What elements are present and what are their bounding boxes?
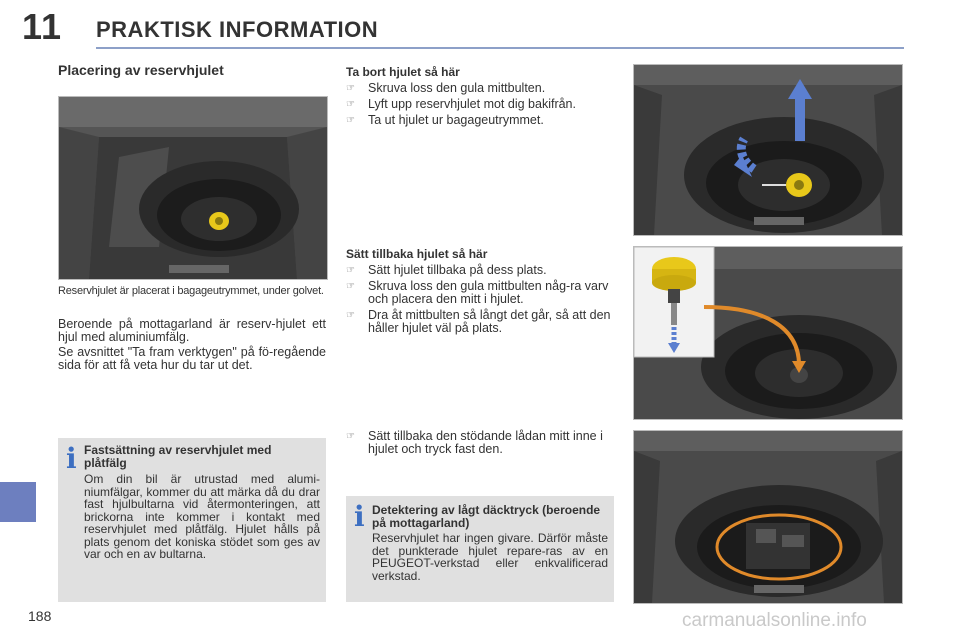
paragraph-see-section: Se avsnittet "Ta fram verktygen" på fö-r… bbox=[58, 345, 326, 372]
remove-step: ☞ Lyft upp reservhjulet mot dig bakifrån… bbox=[346, 98, 618, 111]
refit-wheel-photo bbox=[633, 246, 903, 420]
pointing-hand-icon: ☞ bbox=[346, 310, 355, 321]
pointing-hand-icon: ☞ bbox=[346, 115, 355, 126]
watermark: carmanualsonline.info bbox=[682, 610, 867, 631]
info-box-steel-rim: i Fastsättning av reservhjulet med plåtf… bbox=[58, 438, 326, 602]
pointing-hand-icon: ☞ bbox=[346, 431, 355, 442]
remove-step-text: Ta ut hjulet ur bagageutrymmet. bbox=[368, 113, 544, 127]
refit-step-text: Dra åt mittbulten så långt det går, så a… bbox=[368, 308, 611, 335]
refit-step-text: Sätt hjulet tillbaka på dess plats. bbox=[368, 263, 547, 277]
remove-step: ☞ Ta ut hjulet ur bagageutrymmet. bbox=[346, 114, 618, 127]
pointing-hand-icon: ☞ bbox=[346, 265, 355, 276]
info-box-body: Om din bil är utrustad med alumi-niumfäl… bbox=[84, 472, 320, 561]
info-box-body: Reservhjulet har ingen givare. Därför må… bbox=[372, 531, 608, 583]
info-box-title: Fastsättning av reservhjulet med plåtfäl… bbox=[84, 443, 272, 470]
pointing-hand-icon: ☞ bbox=[346, 99, 355, 110]
refit-wheel-heading: Sätt tillbaka hjulet så här bbox=[346, 247, 488, 261]
chapter-side-tab bbox=[0, 482, 36, 522]
remove-step-text: Lyft upp reservhjulet mot dig bakifrån. bbox=[368, 97, 576, 111]
final-step: ☞ Sätt tillbaka den stödande lådan mitt … bbox=[346, 430, 618, 456]
remove-step-text: Skruva loss den gula mittbulten. bbox=[368, 81, 546, 95]
chapter-title: PRAKTISK INFORMATION bbox=[96, 17, 379, 42]
info-box-tyre-pressure: i Detektering av lågt däcktryck (beroend… bbox=[346, 496, 614, 602]
remove-wheel-photo bbox=[633, 64, 903, 236]
chapter-number: 11 bbox=[22, 6, 63, 47]
refit-step: ☞ Skruva loss den gula mittbulten någ-ra… bbox=[346, 280, 618, 306]
page-number: 188 bbox=[28, 608, 52, 624]
trunk-spare-wheel-photo bbox=[58, 96, 328, 280]
section-title: Placering av reservhjulet bbox=[58, 62, 224, 78]
header-rule bbox=[96, 47, 904, 49]
refit-step: ☞ Sätt hjulet tillbaka på dess plats. bbox=[346, 264, 618, 277]
pointing-hand-icon: ☞ bbox=[346, 281, 355, 292]
paragraph-rim-type: Beroende på mottagarland är reserv-hjule… bbox=[58, 317, 326, 344]
refit-step: ☞ Dra åt mittbulten så långt det går, så… bbox=[346, 309, 618, 335]
info-icon: i bbox=[354, 500, 365, 533]
remove-wheel-heading: Ta bort hjulet så här bbox=[346, 65, 460, 79]
pointing-hand-icon: ☞ bbox=[346, 83, 355, 94]
support-box-photo bbox=[633, 430, 903, 604]
remove-step: ☞ Skruva loss den gula mittbulten. bbox=[346, 82, 618, 95]
info-icon: i bbox=[66, 442, 77, 475]
final-step-text: Sätt tillbaka den stödande lådan mitt in… bbox=[368, 429, 603, 456]
info-box-title: Detektering av lågt däcktryck (beroende … bbox=[372, 503, 601, 530]
refit-step-text: Skruva loss den gula mittbulten någ-ra v… bbox=[368, 279, 609, 306]
photo-caption: Reservhjulet är placerat i bagageutrymme… bbox=[58, 285, 324, 297]
